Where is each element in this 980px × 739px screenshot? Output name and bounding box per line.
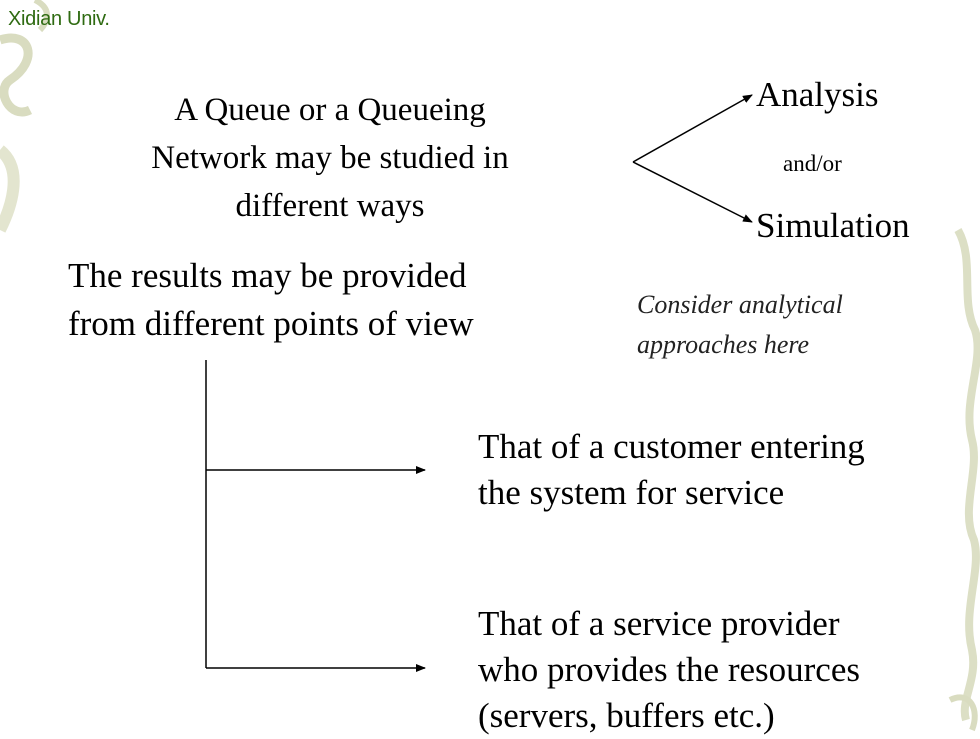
option-analysis: Analysis <box>756 75 879 114</box>
option-simulation: Simulation <box>756 206 910 245</box>
header-label: Xidian Univ. <box>8 8 110 30</box>
intro-text: A Queue or a Queueing Network may be stu… <box>110 86 550 230</box>
viewpoint-customer: That of a customer entering the system f… <box>478 424 865 516</box>
results-line: The results may be provided <box>68 256 467 295</box>
viewpoint-provider: That of a service provider who provides … <box>478 601 860 739</box>
results-line: from different points of view <box>68 304 474 343</box>
arrow-to-analysis <box>632 94 753 163</box>
viewpoint-line: the system for service <box>478 473 785 512</box>
option-connector: and/or <box>783 151 842 176</box>
viewpoint-line: That of a service provider <box>478 604 840 643</box>
note-line: Consider analytical <box>637 290 843 319</box>
viewpoint-line: That of a customer entering <box>478 427 865 466</box>
viewpoint-line: who provides the resources <box>478 650 860 689</box>
note-text: Consider analytical approaches here <box>637 285 843 365</box>
intro-line: different ways <box>235 188 425 224</box>
results-text: The results may be provided from differe… <box>68 252 474 348</box>
viewpoint-line: (servers, buffers etc.) <box>478 696 775 735</box>
note-line: approaches here <box>637 330 810 359</box>
arrow-to-simulation <box>632 161 753 223</box>
intro-line: A Queue or a Queueing <box>174 92 486 128</box>
intro-line: Network may be studied in <box>151 140 509 176</box>
